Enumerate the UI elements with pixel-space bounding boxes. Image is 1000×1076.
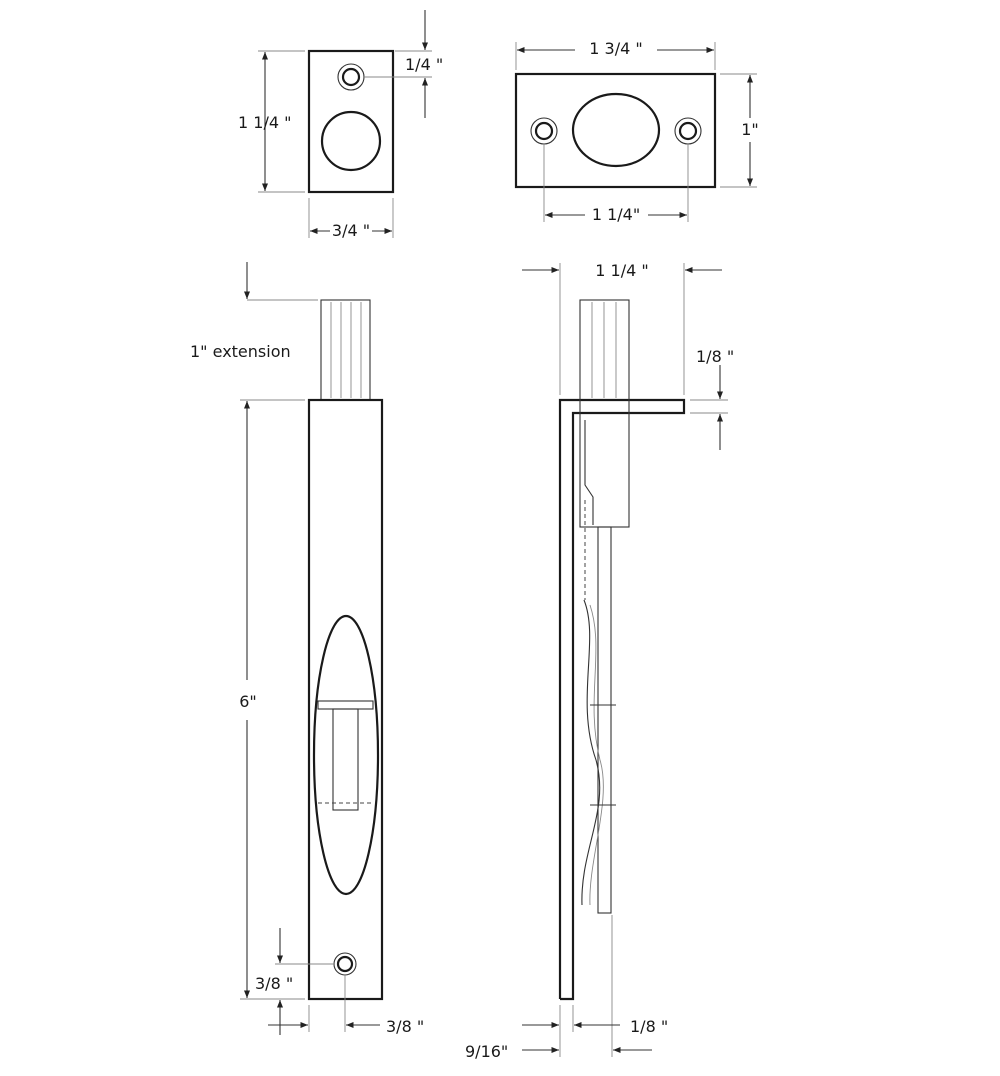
rect-plate-height-label: 1" [741, 120, 759, 139]
hole-vertical-offset-label: 3/8 " [255, 974, 293, 993]
plate-thickness-label: 1/8 " [630, 1017, 668, 1036]
flange-width-label: 1 1/4 " [595, 261, 648, 280]
bolt-length-label: 6" [239, 692, 257, 711]
rect-plate-width-label: 1 3/4 " [589, 39, 642, 58]
depth-label: 9/16" [465, 1042, 508, 1061]
square-plate-height-label: 1 1/4 " [238, 113, 291, 132]
bolt-side-view [522, 263, 728, 1057]
hole-horizontal-offset-label: 3/8 " [386, 1017, 424, 1036]
bolt-front-view [240, 262, 384, 1035]
rect-plate-hole-spacing-label: 1 1/4" [592, 205, 640, 224]
square-strike-plate [258, 10, 432, 238]
square-plate-width-label: 3/4 " [332, 221, 370, 240]
rect-strike-plate [514, 42, 757, 222]
extension-label: 1" extension [190, 342, 291, 361]
flange-thickness-label: 1/8 " [696, 347, 734, 366]
square-plate-hole-offset-label: 1/4 " [405, 55, 443, 74]
